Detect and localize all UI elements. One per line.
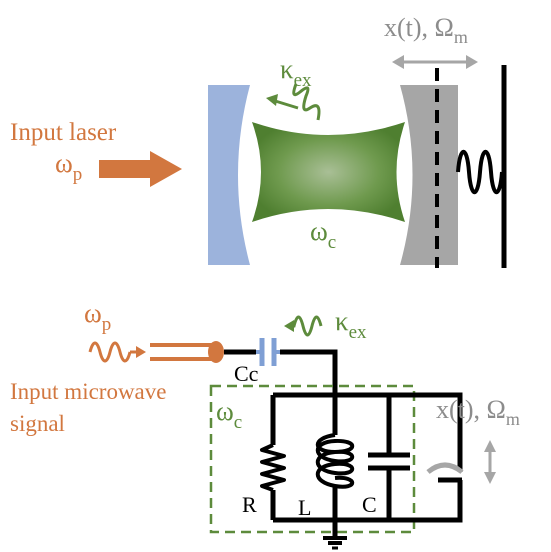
input-microwave-frequency: ωp	[84, 298, 111, 335]
kappa-ex-label-bottom: κex	[335, 306, 367, 343]
coupling-wire	[280, 349, 338, 395]
input-laser-frequency: ωp	[55, 148, 82, 185]
capacitor	[368, 395, 410, 520]
escaping-photon-icon-bottom	[284, 315, 323, 337]
top-rail	[273, 392, 463, 472]
ground-icon	[323, 536, 347, 550]
mechanical-capacitor	[426, 462, 464, 483]
capacitor-label: C	[362, 492, 377, 517]
input-signal-label-line1: Input microwave	[10, 379, 166, 404]
motion-double-arrow-icon	[392, 55, 478, 69]
bottom-panel: ωp Cc κex	[10, 298, 520, 550]
inductor-label: L	[298, 495, 311, 520]
coaxial-cable	[150, 341, 224, 363]
top-panel: Input laser ωp x(t), Ωm κex	[10, 13, 507, 268]
spring-icon	[456, 149, 504, 195]
input-signal-label-line2: signal	[10, 411, 65, 436]
cavity-frequency-label: ωc	[310, 216, 336, 253]
coupling-capacitor-label: Cc	[234, 361, 259, 386]
cavity-mode	[252, 122, 405, 222]
left-mirror	[208, 85, 250, 265]
input-laser-label: Input laser	[10, 119, 117, 146]
motion-label: x(t), Ωm	[384, 13, 468, 47]
coupling-capacitor	[256, 338, 280, 366]
motion-vertical-arrow-icon	[484, 440, 496, 484]
inductor	[315, 395, 355, 538]
resistor	[260, 395, 286, 520]
escaping-photon-icon	[266, 83, 321, 121]
cavity-boundary-box	[209, 384, 416, 534]
resistor-label: R	[242, 492, 257, 517]
kappa-ex-label: κex	[280, 54, 312, 91]
incoming-microwave-icon	[88, 341, 146, 363]
motion-label-bottom: x(t), Ωm	[436, 395, 520, 429]
cavity-frequency-label-bottom: ωc	[216, 396, 242, 433]
input-laser-arrow	[99, 151, 182, 187]
right-mirror	[400, 85, 458, 265]
